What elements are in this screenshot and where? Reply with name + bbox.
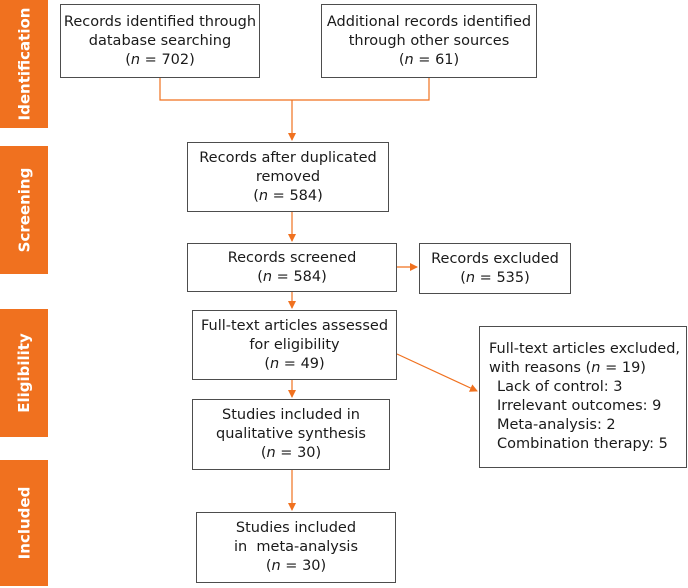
phase-eligibility: Eligibility	[0, 309, 48, 437]
database-records-line1: Records identified through	[63, 13, 257, 30]
qualitative-synthesis-count: (n = 30)	[260, 445, 322, 461]
records-excluded-line1: Records excluded	[431, 250, 559, 267]
database-records-line2: database searching	[88, 32, 232, 49]
reason-lack-of-control: Lack of control: 3	[497, 379, 623, 395]
reason-irrelevant-outcomes: Irrelevant outcomes: 9	[497, 398, 662, 414]
other-sources-line1: Additional records identified	[326, 13, 532, 30]
qualitative-synthesis-line2: qualitative synthesis	[216, 426, 366, 442]
meta-analysis-line1: Studies included	[235, 520, 357, 536]
duplicates-removed-count: (n = 584)	[253, 187, 323, 204]
fulltext-excluded-line2: with reasons (n = 19)	[489, 360, 646, 376]
arrow-to-fulltext-excluded	[396, 353, 478, 392]
reason-meta-analysis: Meta-analysis: 2	[497, 417, 616, 433]
phase-identification: Identification	[0, 0, 48, 128]
duplicates-removed-line2: removed	[255, 168, 321, 185]
duplicates-removed-line1: Records after duplicated	[199, 149, 377, 166]
records-screened-box: Records screened (n = 584)	[187, 243, 397, 292]
other-sources-count: (n = 61)	[398, 51, 460, 68]
meta-analysis-box: Studies included in meta-analysis (n = 3…	[196, 512, 396, 583]
merge-connector	[159, 78, 430, 101]
meta-analysis-count: (n = 30)	[265, 558, 327, 574]
qualitative-synthesis-line1: Studies included in	[222, 407, 360, 423]
records-screened-count: (n = 584)	[257, 268, 327, 285]
phase-screening: Screening	[0, 146, 48, 274]
meta-analysis-line2: in meta-analysis	[234, 539, 358, 555]
records-excluded-count: (n = 535)	[460, 269, 530, 286]
database-records-count: (n = 702)	[125, 51, 195, 68]
records-screened-line1: Records screened	[227, 249, 357, 266]
fulltext-assessed-line2: for eligibility	[249, 336, 340, 353]
phase-included: Included	[0, 460, 48, 586]
fulltext-assessed-count: (n = 49)	[264, 355, 325, 372]
other-sources-box: Additional records identified through ot…	[321, 4, 537, 78]
qualitative-synthesis-box: Studies included in qualitative synthesi…	[192, 399, 390, 470]
other-sources-line2: through other sources	[348, 32, 510, 49]
duplicates-removed-box: Records after duplicated removed (n = 58…	[187, 142, 389, 212]
fulltext-excluded-line1: Full-text articles excluded,	[489, 341, 681, 357]
records-excluded-box: Records excluded (n = 535)	[419, 243, 571, 294]
database-records-box: Records identified through database sear…	[60, 4, 260, 78]
fulltext-assessed-line1: Full-text articles assessed	[200, 317, 389, 334]
reason-combination-therapy: Combination therapy: 5	[497, 436, 668, 452]
fulltext-excluded-box: Full-text articles excluded, with reason…	[479, 326, 687, 468]
fulltext-assessed-box: Full-text articles assessed for eligibil…	[192, 310, 397, 380]
